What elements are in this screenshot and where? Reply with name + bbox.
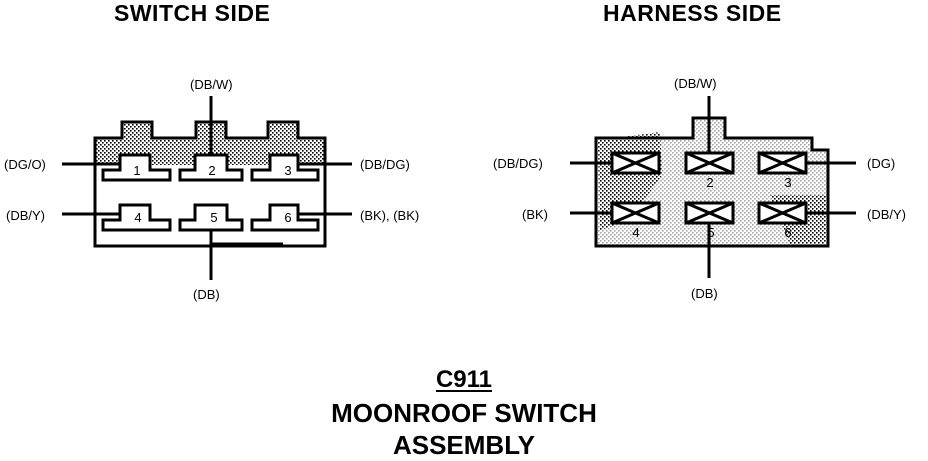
switch-side-connector: 1 2 3 4 5 6 (DB/W) (DG/O) (DB/DG) (DB/Y)… bbox=[4, 77, 419, 302]
harness-cavity-2 bbox=[684, 151, 735, 175]
harness-wire-pin1: (DB/DG) bbox=[493, 156, 543, 171]
switch-terminal-6 bbox=[250, 203, 320, 232]
switch-wire-pin1: (DG/O) bbox=[4, 157, 46, 172]
switch-wire-leads bbox=[62, 96, 352, 280]
harness-pin-2: 2 bbox=[706, 175, 713, 190]
harness-pin-4: 4 bbox=[632, 225, 639, 240]
switch-pin-3: 3 bbox=[284, 163, 291, 178]
switch-terminal-5 bbox=[178, 203, 244, 232]
component-title-line2: ASSEMBLY bbox=[392, 430, 536, 460]
harness-wire-bottom: (DB) bbox=[691, 286, 718, 301]
connector-code: C911 bbox=[435, 366, 493, 393]
harness-housing bbox=[594, 116, 830, 248]
switch-wire-pin4: (DB/Y) bbox=[6, 208, 45, 223]
switch-pin-1: 1 bbox=[133, 163, 140, 178]
harness-cavity-5 bbox=[684, 201, 735, 225]
switch-pin-2: 2 bbox=[208, 163, 215, 178]
switch-wire-top: (DB/W) bbox=[190, 77, 233, 92]
switch-housing bbox=[93, 120, 327, 248]
harness-cavity-6 bbox=[757, 201, 808, 225]
harness-cavity-3 bbox=[757, 151, 808, 175]
harness-cavity-4 bbox=[610, 201, 661, 225]
switch-pin-4: 4 bbox=[134, 210, 141, 225]
switch-pin-5: 5 bbox=[210, 210, 217, 225]
harness-cavity-1 bbox=[610, 151, 661, 175]
harness-wire-leads bbox=[570, 96, 856, 278]
harness-wire-top: (DB/W) bbox=[674, 76, 717, 91]
harness-side-connector: 2 3 4 5 6 (DB/W) (DB/DG) (DG) (BK) (DB/Y… bbox=[493, 76, 906, 301]
component-title-line1: MOONROOF SWITCH bbox=[331, 398, 597, 428]
switch-terminal-2 bbox=[178, 153, 244, 182]
switch-side-heading: SWITCH SIDE bbox=[114, 0, 271, 26]
switch-wire-pin3: (DB/DG) bbox=[360, 157, 410, 172]
harness-pin-5: 5 bbox=[707, 225, 714, 240]
harness-side-heading: HARNESS SIDE bbox=[603, 0, 782, 26]
switch-wire-pin6: (BK), (BK) bbox=[360, 208, 419, 223]
switch-terminal-1 bbox=[101, 153, 172, 182]
harness-wire-pin6: (DB/Y) bbox=[867, 207, 906, 222]
switch-terminal-4 bbox=[101, 203, 172, 232]
harness-pin-6: 6 bbox=[784, 225, 791, 240]
switch-terminal-3 bbox=[250, 153, 320, 182]
switch-wire-bottom: (DB) bbox=[193, 287, 220, 302]
switch-pin-6: 6 bbox=[284, 210, 291, 225]
harness-wire-pin4: (BK) bbox=[522, 207, 548, 222]
harness-pin-3: 3 bbox=[784, 175, 791, 190]
harness-wire-pin3: (DG) bbox=[867, 156, 895, 171]
